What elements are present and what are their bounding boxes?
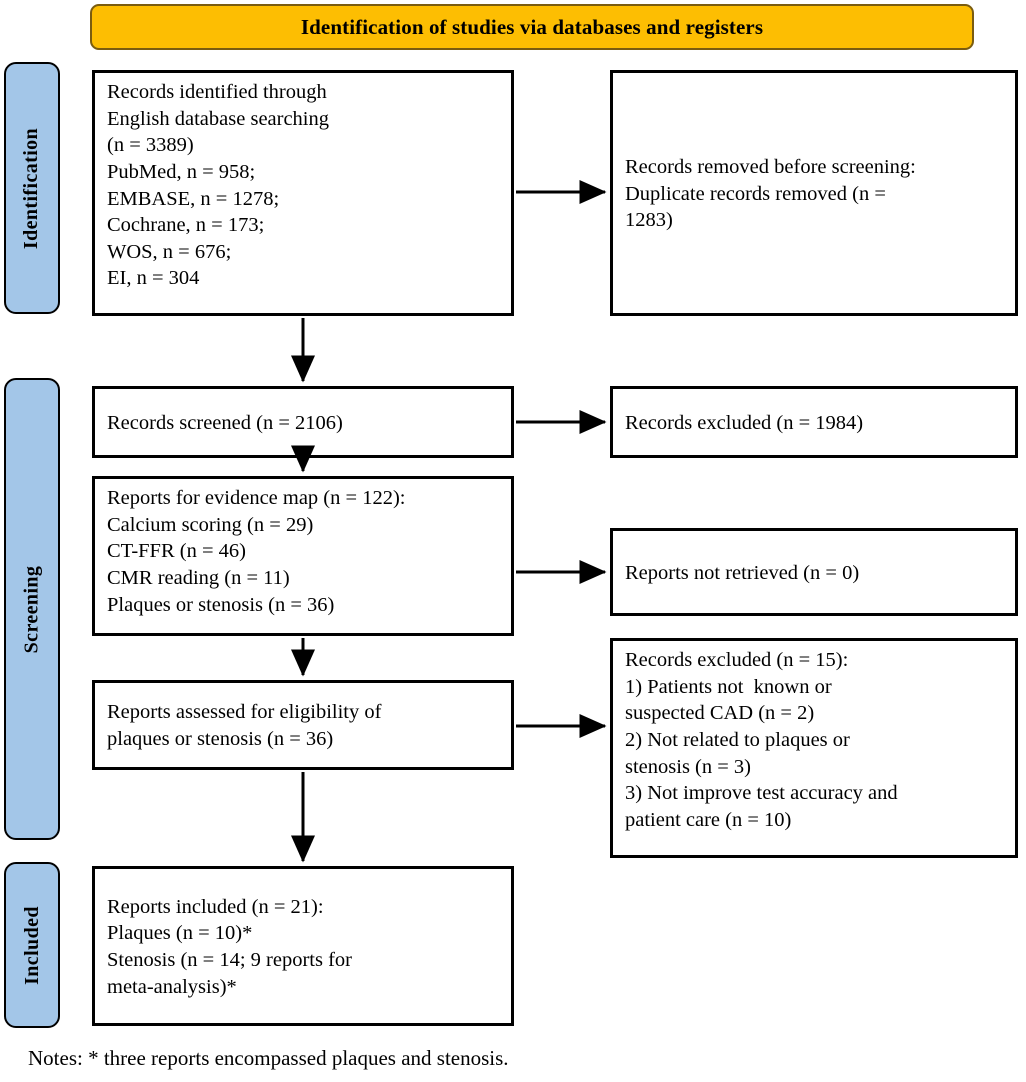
box-records-removed-before-screening: Records removed before screening: Duplic…	[610, 70, 1018, 316]
text-line: Plaques (n = 10)*	[107, 922, 253, 945]
box-reports-not-retrieved: Reports not retrieved (n = 0)	[610, 528, 1018, 616]
text-line: 1283)	[625, 209, 673, 232]
text-line: 3) Not improve test accuracy and	[625, 782, 898, 805]
phase-label-screening: Screening	[20, 565, 43, 653]
text-line: CMR reading (n = 11)	[107, 566, 290, 589]
text-line: patient care (n = 10)	[625, 808, 792, 831]
text-line: Calcium scoring (n = 29)	[107, 513, 314, 536]
text-line: PubMed, n = 958;	[107, 160, 256, 183]
text-line: 1) Patients not known or	[625, 675, 832, 698]
text-line: EMBASE, n = 1278;	[107, 187, 280, 210]
phase-label-identification: Identification	[20, 127, 43, 249]
text-line: suspected CAD (n = 2)	[625, 702, 815, 725]
text-line: stenosis (n = 3)	[625, 755, 752, 778]
text-line: Cochrane, n = 173;	[107, 214, 265, 237]
text-line: Records screened (n = 2106)	[107, 411, 343, 434]
box-records-screened: Records screened (n = 2106)	[92, 386, 514, 458]
text-line: Reports assessed for eligibility of	[107, 701, 382, 724]
box-reports-for-evidence-map: Reports for evidence map (n = 122): Calc…	[92, 476, 514, 636]
box-reports-assessed-for-eligibility: Reports assessed for eligibility of plaq…	[92, 680, 514, 770]
text-line: Stenosis (n = 14; 9 reports for	[107, 949, 353, 971]
text-line: Records identified through	[107, 81, 327, 103]
phase-bar-identification: Identification	[4, 62, 60, 314]
box-records-identified: Records identified through English datab…	[92, 70, 514, 316]
phase-bar-screening: Screening	[4, 378, 60, 840]
text-line: 2) Not related to plaques or	[625, 728, 850, 751]
text-line: (n = 3389)	[107, 134, 194, 157]
diagram-header-banner: Identification of studies via databases …	[90, 4, 974, 50]
text-line: meta-analysis)*	[107, 975, 237, 998]
text-line: Records excluded (n = 1984)	[625, 411, 864, 434]
text-line: plaques or stenosis (n = 36)	[107, 728, 334, 750]
box-reports-included: Reports included (n = 21): Plaques (n = …	[92, 866, 514, 1026]
box-records-excluded-eligibility: Records excluded (n = 15): 1) Patients n…	[610, 638, 1018, 858]
text-line: English database searching	[107, 107, 330, 130]
text-line: Reports included (n = 21):	[107, 895, 324, 918]
text-line: Reports not retrieved (n = 0)	[625, 561, 860, 584]
text-line: CT-FFR (n = 46)	[107, 540, 246, 563]
text-line: Plaques or stenosis (n = 36)	[107, 593, 335, 616]
footer-note: Notes: * three reports encompassed plaqu…	[28, 1046, 509, 1070]
text-line: Records excluded (n = 15):	[625, 649, 849, 671]
text-line: EI, n = 304	[107, 267, 200, 290]
box-records-excluded-screening: Records excluded (n = 1984)	[610, 386, 1018, 458]
phase-label-included: Included	[20, 905, 43, 985]
text-line: WOS, n = 676;	[107, 240, 232, 263]
text-line: Duplicate records removed (n =	[625, 182, 886, 205]
diagram-title: Identification of studies via databases …	[300, 14, 764, 39]
text-line: Reports for evidence map (n = 122):	[107, 487, 406, 509]
phase-bar-included: Included	[4, 862, 60, 1028]
text-line: Records removed before screening:	[625, 156, 916, 179]
